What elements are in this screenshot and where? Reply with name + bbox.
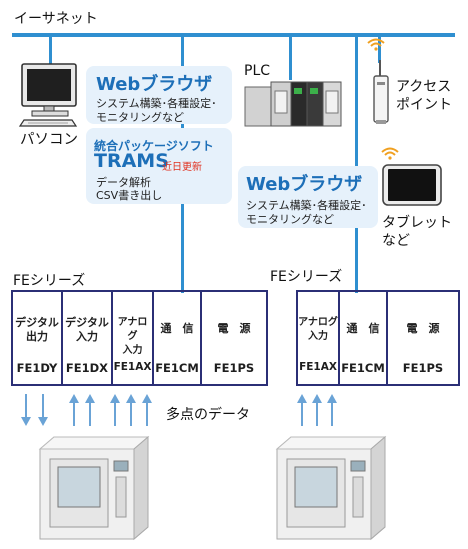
access-point-icon [372, 58, 392, 126]
pc-icon [18, 62, 84, 128]
web-browser-callout-tablet: Webブラウザ システム構築･各種設定･ モニタリングなど [238, 166, 378, 228]
module-right-fe1cm: 通 信 FE1CM [340, 292, 388, 384]
module-fe1dx-type-2: 入力 [76, 330, 98, 343]
module-fe1dy-type-2: 出力 [26, 330, 48, 343]
arrow-up-1 [69, 394, 79, 426]
ethernet-label: イーサネット [14, 11, 98, 27]
trams-name: TRAMS [94, 150, 169, 172]
plc-label: PLC [244, 63, 271, 79]
ap-drop [378, 35, 381, 63]
arrow-up-6 [297, 394, 307, 426]
pc-drop [49, 35, 52, 65]
fe-right-drop [355, 35, 358, 293]
fe-series-left: デジタル出力 FE1DY デジタル入力 FE1DX アナログ入力 FE1AX 通… [11, 290, 268, 386]
module-fe1ps-type: 電 源 [217, 322, 251, 335]
trams-update-badge: 近日更新 [162, 162, 202, 173]
web-browser-tablet-title: Webブラウザ [246, 174, 363, 195]
ethernet-bus [12, 33, 455, 37]
web-browser-title: Webブラウザ [96, 74, 213, 95]
fe-series-left-title: FEシリーズ [13, 273, 86, 289]
module-fe1dx-model: FE1DX [65, 361, 109, 375]
plc-icon [244, 79, 342, 127]
fe-series-right: アナログ入力 FE1AX 通 信 FE1CM 電 源 FE1PS [296, 290, 460, 386]
arrow-up-4 [126, 394, 136, 426]
web-browser-tablet-desc-line-1: システム構築･各種設定･ [246, 199, 367, 212]
arrow-up-8 [327, 394, 337, 426]
module-right-fe1ps-model: FE1PS [402, 361, 444, 375]
arrow-up-2 [85, 394, 95, 426]
module-right-fe1ax: アナログ入力 FE1AX [298, 292, 340, 384]
access-point-label-1: アクセス [396, 79, 452, 95]
module-fe1ax-type-1: アナログ [117, 317, 148, 342]
tablet-label-2: など [382, 233, 410, 249]
module-fe1ps: 電 源 FE1PS [202, 292, 266, 384]
tablet-icon [382, 164, 442, 206]
trams-desc-line-1: データ解析 [96, 176, 151, 189]
module-fe1cm: 通 信 FE1CM [154, 292, 202, 384]
web-browser-desc-line-2: モニタリングなど [96, 111, 184, 124]
arrow-down-1 [21, 394, 31, 426]
arrow-up-7 [312, 394, 322, 426]
module-fe1dy-type-1: デジタル [15, 316, 59, 329]
tablet-wifi-icon [380, 145, 400, 160]
trams-package-label: 統合パッケージソフト [94, 139, 214, 153]
module-right-fe1cm-type: 通 信 [346, 322, 380, 335]
wifi-icon [366, 36, 386, 51]
module-right-fe1cm-model: FE1CM [341, 361, 385, 375]
trams-callout: 統合パッケージソフト TRAMS 近日更新 データ解析 CSV書き出し [86, 128, 232, 204]
module-fe1ax: アナログ入力 FE1AX [113, 292, 154, 384]
module-fe1dx: デジタル入力 FE1DX [63, 292, 113, 384]
module-fe1ax-model: FE1AX [113, 361, 152, 373]
module-fe1cm-type: 通 信 [160, 322, 194, 335]
module-right-fe1ax-model: FE1AX [299, 361, 337, 373]
multi-point-data-label: 多点のデータ [166, 407, 250, 423]
module-fe1cm-model: FE1CM [155, 361, 199, 375]
module-fe1ps-model: FE1PS [213, 361, 255, 375]
web-browser-callout-pc: Webブラウザ システム構築･各種設定･ モニタリングなど [86, 66, 232, 124]
module-fe1ax-type-2: 入力 [122, 345, 143, 356]
arrow-up-5 [142, 394, 152, 426]
module-right-fe1ps-type: 電 源 [406, 322, 440, 335]
tablet-label-1: タブレット [382, 215, 452, 231]
pc-label: パソコン [20, 132, 78, 148]
module-fe1dy-model: FE1DY [16, 361, 58, 375]
plc-drop [289, 35, 292, 80]
module-right-fe1ps: 電 源 FE1PS [388, 292, 458, 384]
module-fe1dx-type-1: デジタル [65, 316, 109, 329]
module-fe1dy: デジタル出力 FE1DY [13, 292, 63, 384]
web-browser-desc-line-1: システム構築･各種設定･ [96, 97, 217, 110]
arrow-down-2 [38, 394, 48, 426]
arrow-up-3 [110, 394, 120, 426]
trams-desc-line-2: CSV書き出し [96, 189, 163, 202]
web-browser-tablet-desc-line-2: モニタリングなど [246, 213, 334, 226]
chamber-icon-right [273, 435, 387, 541]
fe-series-right-title: FEシリーズ [270, 269, 343, 285]
module-right-fe1ax-type-1: アナログ [298, 317, 338, 328]
access-point-label-2: ポイント [396, 97, 452, 113]
module-right-fe1ax-type-2: 入力 [308, 331, 328, 342]
chamber-icon-left [36, 435, 150, 541]
